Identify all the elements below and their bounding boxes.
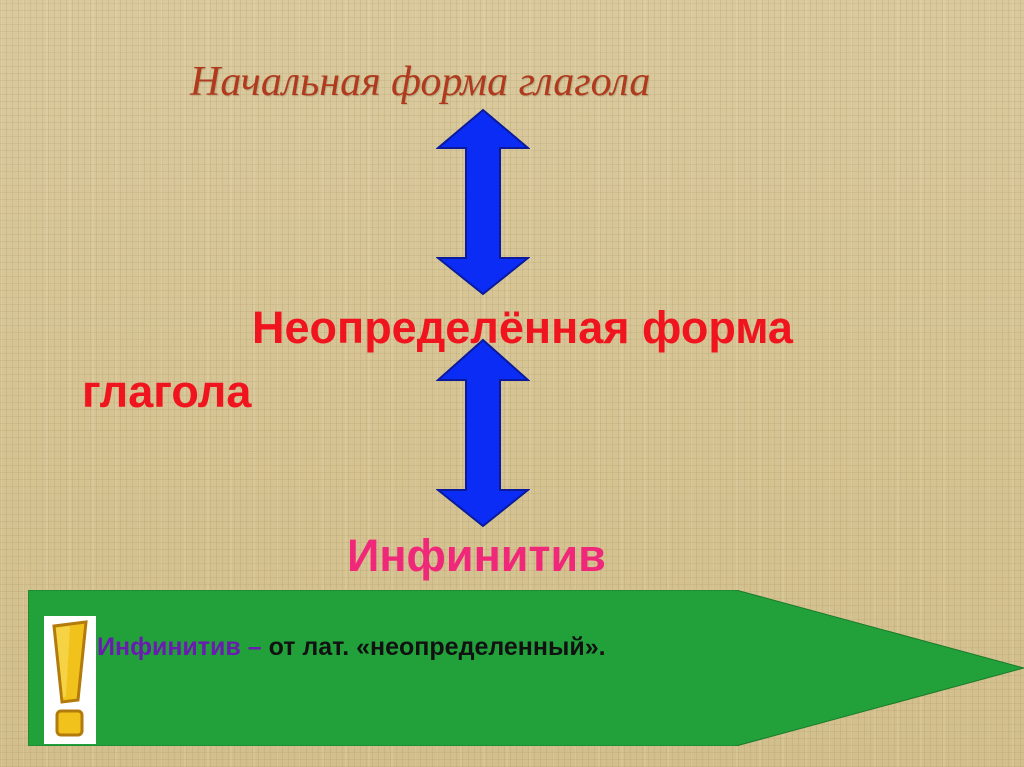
- note-definition: от лат. «неопределенный».: [268, 633, 606, 661]
- exclamation-mark-icon: [44, 616, 96, 744]
- note-dash: –: [240, 633, 269, 661]
- slide-title: Начальная форма глагола: [190, 59, 651, 105]
- indefinite-form-text: Неопределённая форма глагола: [82, 302, 793, 417]
- note-term: Инфинитив: [97, 633, 241, 661]
- green-pentagon-banner: [28, 590, 1024, 746]
- double-arrow-top-icon: [436, 108, 530, 296]
- double-arrow-bottom-icon: [436, 338, 530, 528]
- infinitive-note: Инфинитив – от лат. «неопределенный».: [97, 633, 606, 662]
- infinitive-text: Инфинитив: [347, 530, 606, 581]
